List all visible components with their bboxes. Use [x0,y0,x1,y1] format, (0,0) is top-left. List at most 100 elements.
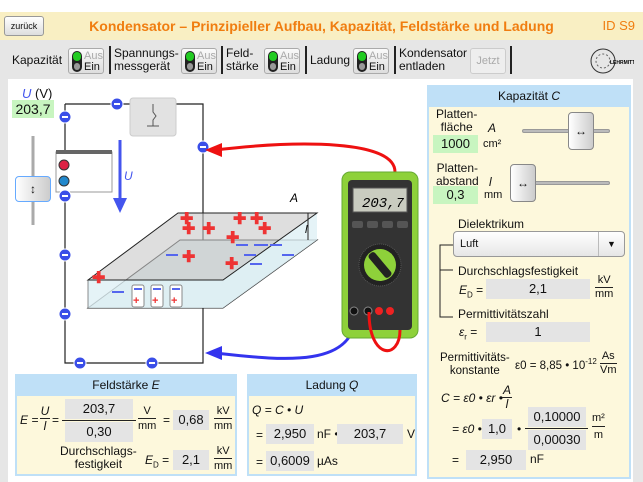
positive-charges: ✚✚✚✚✚✚✚✚✚✚ [92,211,271,287]
durchschlag-value: 2,1 [486,279,590,299]
svg-text:✚: ✚ [180,211,193,228]
plattenflaeche-label: Platten-fläche [436,107,478,134]
durchschlag-label-field: Durchschlags-festigkeit [60,444,137,471]
svg-text:✚: ✚ [233,211,246,228]
capacity-result: 2,950 [466,450,526,470]
distance-calc: 0,00030 [528,430,586,450]
switch [129,97,177,137]
field-result: 0,68 [173,410,209,430]
right-margin [633,79,643,482]
capacity-unit: nF [530,452,545,466]
durchschlag-label: Durchschlagsfestigkeit [458,264,579,278]
circuit-diagram: ✚✚✚✚✚✚✚✚✚✚ +++ A l U 203,7 [31,97,419,370]
dipoles: + + + [131,284,183,308]
voltage-value: 203,7 [12,100,54,118]
voltage-arrow-label: U [124,169,133,183]
red-lead [214,142,397,173]
toggle-label-spannungsmessgeraet: Spannungs-messgerät [114,46,179,73]
ladung-title: Ladung Q [249,376,415,396]
dielektrikum-select[interactable]: Luft▼ [453,231,625,257]
charge-u-value: 203,7 [337,424,403,444]
left-margin [0,79,8,482]
chevron-down-icon: ▼ [598,232,624,256]
multimeter: 203,7 [341,171,419,339]
flaeche-unit: cm² [483,138,502,150]
charge-result: 0,6009 [266,451,314,471]
distance-label: l [305,224,308,236]
switch-icon [147,104,159,127]
er-calc: 1,0 [482,419,512,439]
toolbar [0,40,643,79]
svg-text:✚: ✚ [202,221,215,238]
permittivitaetszahl-label: Permittivitätszahl [458,307,549,321]
divider [510,46,512,74]
svg-text:✚: ✚ [250,211,263,228]
svg-text:✚: ✚ [182,249,195,266]
svg-text:✚: ✚ [182,221,195,238]
feldstaerke-title: Feldstärke E [17,376,235,396]
permittivitaetskonstante-label: Permittivitäts-konstante [440,352,510,377]
svg-text:+: + [133,295,139,307]
permittivitaetszahl-value: 1 [486,322,590,342]
svg-text:✚: ✚ [92,270,105,287]
dielektrikum-label: Dielektrikum [458,217,525,231]
kapazitaet-title: Kapazität C [429,87,629,107]
divider [305,46,307,74]
svg-text:✚: ✚ [226,230,239,247]
multimeter-display: 203,7 [362,196,405,212]
europa-lehrmittel-logo: LEHRMITTEL [588,44,642,76]
line2-prefix: = ε0 • [452,422,482,436]
toggle-label-kapazitaet: Kapazität [12,53,63,67]
capacity-formula: C = ε0 • εr • [441,391,503,405]
toggle-label-ladung: Ladung [310,53,351,67]
charge-unit: µAs [317,454,338,468]
divider [221,46,223,74]
area-label: A [289,191,298,205]
divider [394,46,396,74]
abstand-symbol: l [489,175,492,189]
abstand-unit: mm [484,189,503,201]
svg-text:+: + [152,295,158,307]
voltage-label: U (V) [22,86,53,101]
page-id: ID S9 [602,18,635,33]
header-bar [0,12,643,40]
field-formula: E = [20,413,39,427]
svg-text:LEHRMITTEL: LEHRMITTEL [610,60,634,66]
flaeche-symbol: A [488,121,497,135]
charge-c-value: 2,950 [266,424,314,444]
capacitor-plates [86,212,319,309]
voltage-slider-knob[interactable]: ↕ [15,176,51,202]
charge-c-unit: nF • [317,427,339,441]
toggle-label-feldstaerke: Feld-stärke [226,46,259,73]
flaeche-slider-track[interactable] [522,129,610,133]
jetzt-button[interactable]: Jetzt [470,48,506,74]
svg-text:✚: ✚ [258,221,271,238]
negative-charges [112,244,294,293]
svg-text:✚: ✚ [225,256,238,273]
charge-formula: Q = C • U [252,403,304,417]
plattenflaeche-value: 1000 [433,135,478,153]
field-l-value: 0,30 [65,422,133,442]
terminal-blue [58,175,70,187]
divider [109,46,111,74]
abstand-slider-knob[interactable]: ↔ [510,164,536,202]
flaeche-slider-knob[interactable]: ↔ [568,112,594,150]
page-title: Kondensator – Prinzipieller Aufbau, Kapa… [89,18,554,34]
plattenabstand-label: Platten-abstand [436,161,479,188]
terminal-red [58,159,70,171]
plattenabstand-value: 0,3 [433,186,478,204]
svg-text:+: + [171,295,177,307]
field-u-value: 203,7 [65,399,133,419]
back-button[interactable]: zurück [4,16,44,36]
blue-lead [214,311,358,360]
charge-u-unit: V [407,427,416,441]
e0-value: ε0 = 8,85 • 10-12 [515,357,597,372]
field-ed-value: 2,1 [173,450,209,470]
area-calc: 0,10000 [528,407,586,427]
bracket-lines [439,244,453,318]
